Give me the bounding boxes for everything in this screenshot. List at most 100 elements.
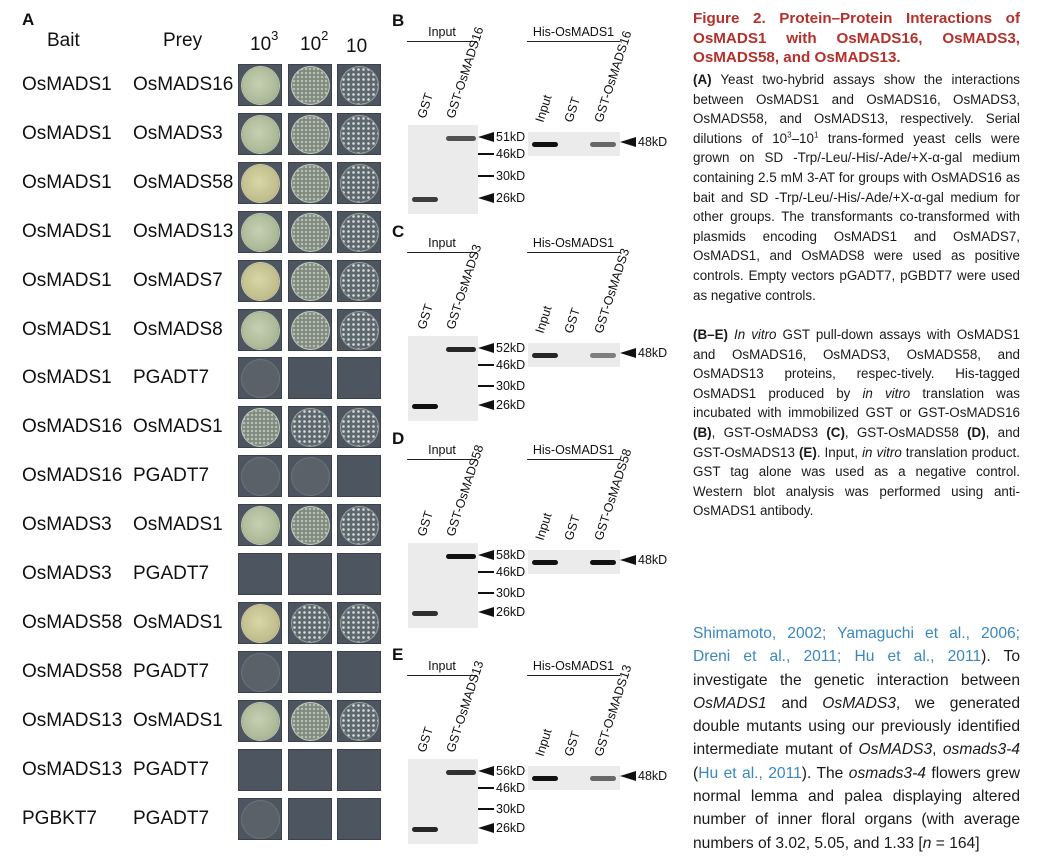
marker-tick (478, 175, 494, 177)
text-segment: . Input, (816, 444, 863, 460)
marker-label: 46kD (478, 147, 525, 161)
pulldown-header: His-OsMADS1 (532, 25, 615, 39)
dilution-base: 10 (300, 34, 322, 55)
dilution-exponent: 2 (321, 28, 329, 43)
prey-label: PGADT7 (133, 807, 210, 829)
text-segment: Yeast two-hybrid assays show the interac… (693, 72, 1020, 146)
yeast-plate (287, 210, 332, 253)
lane-label: GST (414, 302, 436, 331)
input-header: Input (428, 25, 456, 39)
colony-spot (291, 458, 329, 496)
target-label: 48kD (620, 135, 667, 149)
osmads1-band (532, 353, 558, 358)
panel-label: B (392, 11, 405, 30)
lane-label: GST (414, 91, 436, 120)
colony-spot (341, 507, 378, 545)
prey-label: PGADT7 (133, 660, 210, 682)
prey-label: PGADT7 (133, 563, 210, 584)
yeast-plate (337, 308, 381, 351)
yeast-plate (287, 64, 332, 106)
yeast-plate (238, 112, 282, 155)
osmads1-band (590, 776, 616, 781)
colony-spot (291, 604, 329, 642)
header-line (407, 252, 477, 253)
bait-label: OsMADS1 (22, 122, 112, 144)
marker-value: 26kD (496, 605, 526, 619)
marker-tick (478, 364, 494, 366)
marker-label: 26kD (478, 605, 525, 619)
marker-label: 30kD (478, 802, 525, 816)
text-segment: (C) (826, 424, 845, 440)
prey-label: OsMADS1 (133, 514, 223, 536)
bait-header: Bait (47, 30, 80, 51)
input-blot (408, 759, 478, 844)
yeast-plate (287, 161, 332, 204)
panel-label-a: A (22, 10, 35, 29)
text-segment: (E) (798, 444, 817, 460)
yeast-plate (337, 650, 381, 693)
header-line (527, 41, 620, 42)
bait-label: OsMADS16 (22, 416, 123, 438)
pulldown-blot (528, 343, 620, 367)
marker-value: 56kD (496, 764, 526, 778)
panel-label: D (392, 429, 405, 448)
colony-spot (291, 311, 329, 349)
header-line (527, 459, 620, 460)
marker-tick (478, 385, 494, 387)
marker-value: 30kD (496, 169, 526, 183)
colony-spot (292, 556, 329, 593)
marker-label: 58kD (478, 548, 525, 562)
bait-label: OsMADS1 (22, 367, 112, 389)
marker-label: 51kD (478, 130, 525, 144)
text-segment: (A) (693, 72, 712, 87)
bait-label: OsMADS13 (22, 709, 123, 731)
marker-value: 26kD (496, 191, 526, 205)
yeast-plate (238, 601, 282, 644)
citation-link[interactable]: Hu et al., 2011 (698, 764, 802, 782)
input-blot (408, 336, 478, 421)
osmads1-band (590, 142, 616, 147)
yeast-plate (337, 797, 381, 840)
marker-tick (478, 808, 494, 810)
text-segment: (B–E) (693, 327, 728, 342)
pulldown-blot (528, 766, 620, 790)
yeast-plate (337, 553, 381, 595)
colony-spot (292, 801, 329, 838)
input-blot (408, 543, 478, 628)
colony-spot (341, 262, 378, 300)
colony-spot (291, 262, 329, 300)
colony-spot (341, 67, 378, 104)
lane-label: GST-OsMADS16 (591, 29, 635, 125)
text-segment: translation product. GST tag alone was u… (693, 444, 1020, 519)
lane-label: GST-OsMADS3 (443, 242, 485, 331)
marker-label: 46kD (478, 565, 525, 579)
bait-label: OsMADS1 (22, 318, 112, 340)
text-segment: (D) (967, 424, 986, 440)
bait-label: OsMADS1 (22, 220, 112, 242)
fusion-band (446, 347, 476, 352)
citation-link[interactable]: Shimamoto, 2002; Yamaguchi et al., 2006;… (693, 625, 1020, 666)
arrowhead-icon (478, 607, 494, 617)
colony-spot (341, 115, 378, 153)
marker-value: 46kD (496, 147, 526, 161)
text-segment: = 164] (931, 834, 980, 852)
panel-label: E (392, 645, 404, 664)
colony-spot (341, 752, 378, 789)
prey-label: OsMADS16 (133, 74, 234, 95)
text-segment: , we generated double mutants using our … (693, 694, 1020, 759)
dilution-header-1000: 103 (250, 29, 278, 56)
yeast-plate (238, 210, 282, 253)
colony-spot (242, 458, 279, 496)
bait-label: OsMADS58 (22, 611, 123, 633)
marker-tick (478, 592, 494, 594)
yeast-plate (337, 601, 381, 644)
colony-spot (242, 360, 279, 398)
text-segment: and (766, 694, 823, 712)
header-line (407, 675, 477, 676)
prey-label: OsMADS58 (133, 171, 234, 193)
yeast-plate (287, 112, 332, 155)
